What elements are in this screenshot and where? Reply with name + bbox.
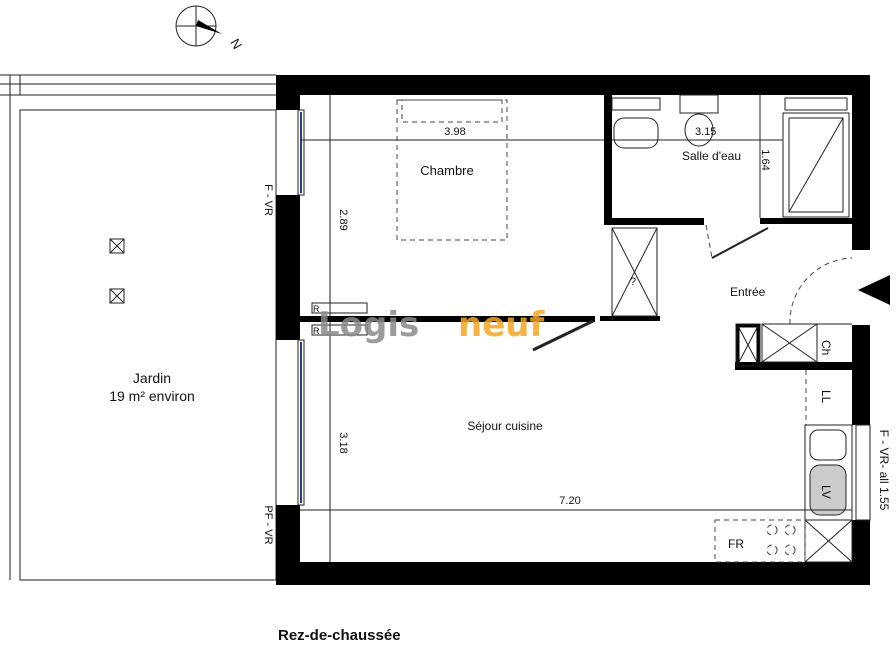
bedroom-door xyxy=(532,319,594,352)
toilet-icon xyxy=(684,113,714,147)
entree-label: Entrée xyxy=(730,285,766,299)
north-label: N xyxy=(227,36,245,52)
radiator xyxy=(311,324,368,336)
window xyxy=(855,424,871,521)
drain-icon xyxy=(109,238,125,254)
opening-left-bottom: PF - VR xyxy=(262,505,274,544)
sejour-depth: 3.18 xyxy=(337,432,349,453)
window xyxy=(297,109,305,196)
chambre-depth: 2.89 xyxy=(337,209,349,230)
chambre-label: Chambre xyxy=(420,163,473,178)
opening-right: F - VR- all 1.55 xyxy=(877,430,891,511)
closet xyxy=(611,227,658,317)
jardin-area: 19 m² environ xyxy=(109,388,195,404)
opening-left-top: F - VR xyxy=(262,184,274,216)
jardin-label: Jardin xyxy=(133,370,171,386)
ll-label: LL xyxy=(819,390,833,404)
walls xyxy=(276,75,870,585)
sejour-width: 7.20 xyxy=(559,495,580,507)
radiator xyxy=(311,302,368,314)
hot-water-tank xyxy=(735,323,761,367)
shower xyxy=(782,112,850,218)
cooktop xyxy=(714,519,806,563)
radiator-label: R xyxy=(313,326,320,336)
sejour-label: Séjour cuisine xyxy=(467,419,543,433)
closet-label: ? xyxy=(630,276,636,288)
svg-text:Logis: Logis xyxy=(318,305,419,345)
level-title: Rez-de-chaussée xyxy=(278,627,401,644)
ch-label: Ch xyxy=(819,340,833,355)
bathroom-door xyxy=(705,224,713,259)
salle-deau-label: Salle d'eau xyxy=(682,149,741,163)
bed-pillows xyxy=(401,99,503,123)
logisneuf-watermark-logo: Logis neuf xyxy=(318,305,545,345)
window xyxy=(297,339,305,506)
compass-icon xyxy=(175,5,222,47)
bed xyxy=(396,99,508,241)
entry-door-swing xyxy=(789,257,853,325)
svg-text:neuf: neuf xyxy=(458,305,545,345)
drain-icon xyxy=(109,288,125,304)
chambre-width: 3.98 xyxy=(444,126,465,138)
cabinet xyxy=(611,97,661,111)
salle-deau-depth: 1.64 xyxy=(759,149,771,170)
toilet-tank xyxy=(679,94,719,114)
radiator-label: R xyxy=(313,304,320,314)
fr-label: FR xyxy=(728,537,744,551)
garden-area xyxy=(0,74,277,581)
salle-deau-width: 3.15 xyxy=(695,126,716,138)
cabinet xyxy=(784,97,848,111)
sink-icon xyxy=(613,117,659,149)
entrance-arrow-icon xyxy=(858,275,890,305)
lv-label: LV xyxy=(819,485,833,499)
